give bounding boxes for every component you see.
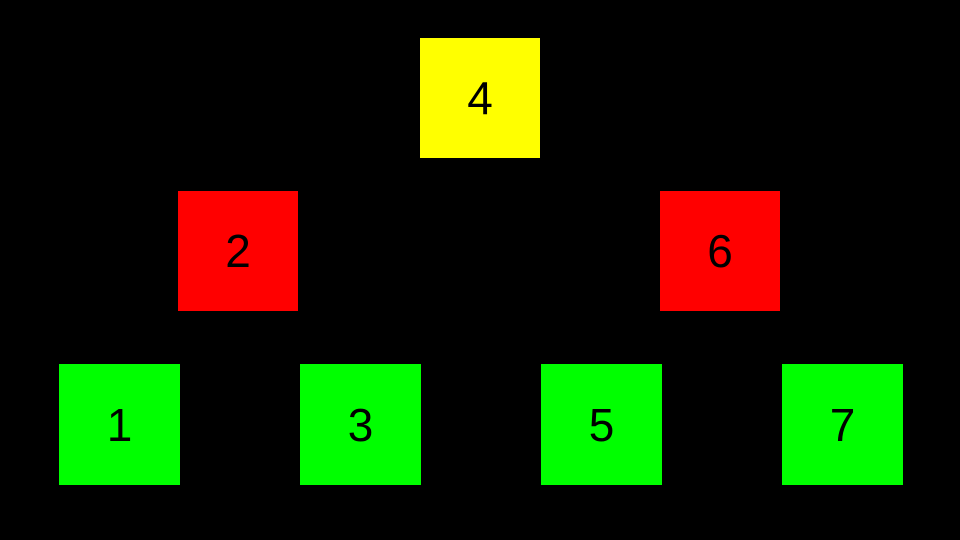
tree-node-label: 7 [829,398,856,451]
tree-node-label: 1 [106,398,133,451]
tree-node-6: 6 [660,191,780,311]
tree-node-7: 7 [782,364,903,485]
tree-node-label: 4 [467,72,493,124]
tree-node-label: 2 [225,225,251,277]
tree-node-label: 3 [347,398,374,451]
tree-node-4: 4 [420,38,540,158]
tree-node-label: 5 [588,398,615,451]
tree-node-2: 2 [178,191,298,311]
tree-node-1: 1 [59,364,180,485]
tree-node-5: 5 [541,364,662,485]
tree-node-3: 3 [300,364,421,485]
tree-node-label: 6 [707,225,733,277]
